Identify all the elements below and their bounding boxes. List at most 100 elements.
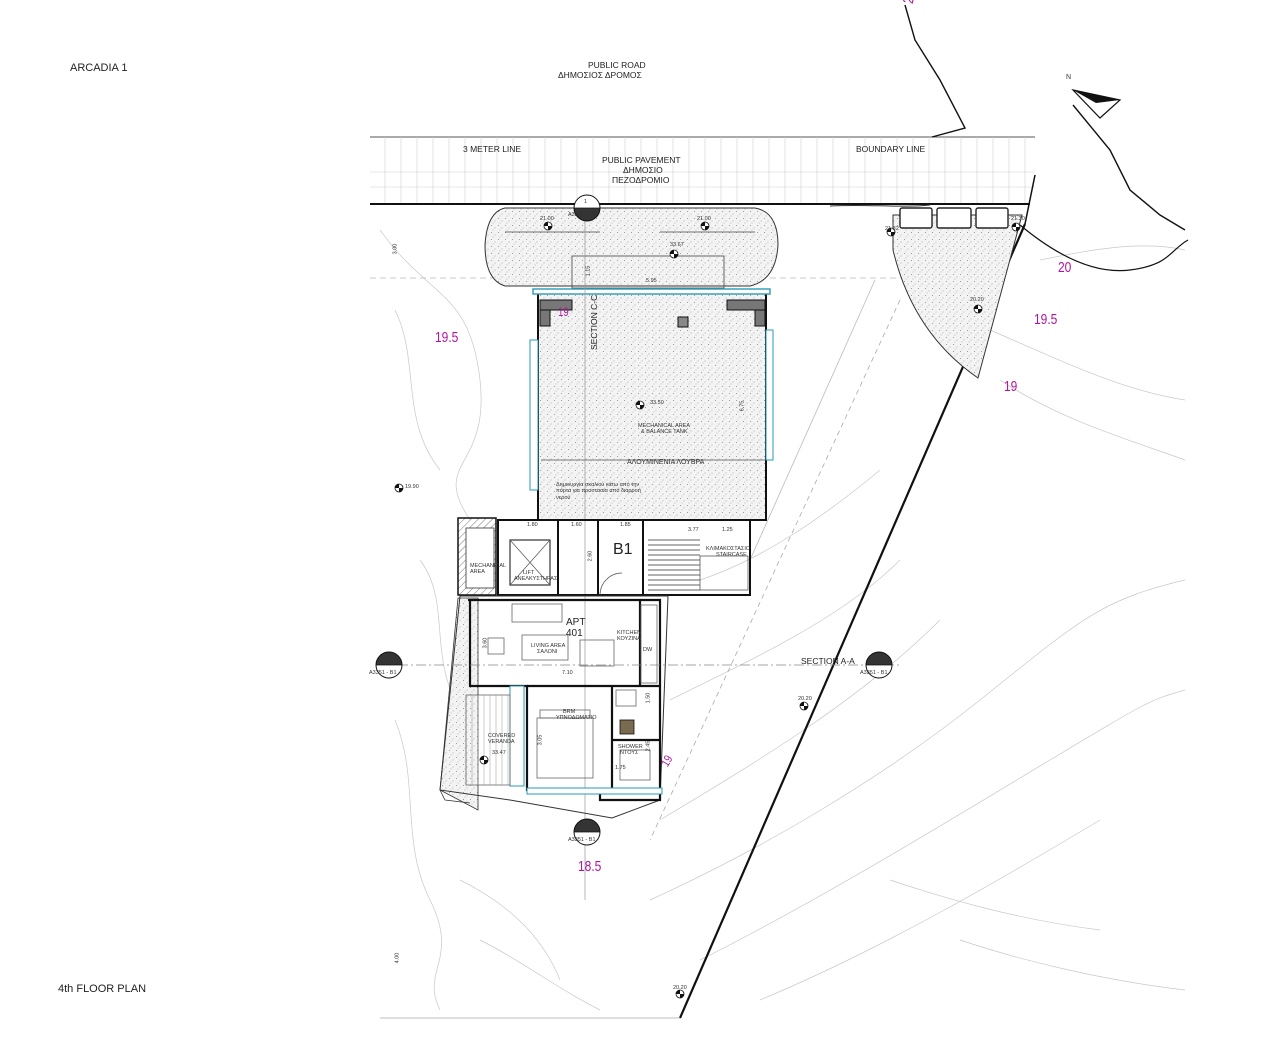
section-aa-label: SECTION A-A xyxy=(801,656,855,666)
north-label: N xyxy=(1066,74,1072,81)
terrain-edge-top xyxy=(904,4,967,138)
note-line-3: νερού xyxy=(556,495,571,501)
dim-245: 2.45 xyxy=(645,740,652,752)
mech-area-label-2: & BALANCE TANK xyxy=(641,429,688,435)
dim-125: 1.25 xyxy=(722,527,733,533)
section-top-num: 1 xyxy=(584,199,588,205)
contour-19-5-right: 19.5 xyxy=(1034,311,1058,328)
lift-label-1: LIFT xyxy=(523,570,535,576)
section-bottom-num: 1 xyxy=(584,823,588,829)
section-bottom-ref: A3351 - B1 xyxy=(568,837,596,843)
stair-landing xyxy=(699,555,749,591)
mechanical-label-1: MECHANICAL xyxy=(470,563,507,569)
dim-377: 3.77 xyxy=(688,527,699,533)
dim-260: 2.60 xyxy=(587,550,594,562)
stair-label-1: ΚΛΙΜΑΚΟΣΤΑΣΙΟ xyxy=(706,546,751,552)
apt-label-2: 401 xyxy=(566,628,583,639)
dim-305: 3.05 xyxy=(537,734,544,746)
section-right-num: 2 xyxy=(876,656,880,662)
level-2130: 21.30 xyxy=(1011,216,1025,222)
section-marker-icon xyxy=(573,818,601,846)
section-left-ref: A3351 - B1 xyxy=(369,670,397,676)
b1-label: B1 xyxy=(613,541,633,558)
section-markers xyxy=(375,194,893,846)
level-3350: 33.50 xyxy=(650,400,664,406)
section-right-ref: A3351 - B1 xyxy=(860,670,888,676)
level-2100b: 21.00 xyxy=(697,216,711,222)
dim-710: 7.10 xyxy=(562,670,573,676)
level-2100a: 21.00 xyxy=(540,216,554,222)
section-marker-icon xyxy=(375,651,403,679)
dim-150: 1.50 xyxy=(645,692,652,704)
dim-175: 1.75 xyxy=(615,765,626,771)
road-label-en: PUBLIC ROAD xyxy=(588,60,646,70)
contour-19-plan: 19 xyxy=(558,305,569,319)
planter-front xyxy=(484,207,779,287)
north-arrow-icon xyxy=(1071,89,1122,119)
pavement-label-gr1: ΔΗΜΟΣΙΟ xyxy=(623,165,663,175)
level-target-icon xyxy=(669,249,679,259)
level-3367: 33.67 xyxy=(670,242,684,248)
planter-left xyxy=(439,597,479,811)
dim-400: 4.00 xyxy=(394,952,401,964)
level-target-icon xyxy=(675,989,685,999)
parking-boxes xyxy=(899,207,1009,229)
planter-corner xyxy=(892,214,1023,379)
mech-area-label-1: MECHANICAL AREA xyxy=(638,423,691,429)
level-target-icon xyxy=(973,304,983,314)
living-label-1: LIVING AREA xyxy=(531,643,566,649)
stair-treads xyxy=(648,539,749,591)
note-line-2: πόρτα για προστασία από διαρροή xyxy=(556,488,641,494)
dim-360: 3.60 xyxy=(482,637,489,649)
dw-label: DW xyxy=(643,647,653,653)
living-label-2: ΣΑΛΟΝΙ xyxy=(537,649,558,655)
contour-19: 19 xyxy=(1004,378,1018,395)
boundary-line-label: BOUNDARY LINE xyxy=(856,144,926,154)
pavement-label-gr2: ΠΕΖΟΔΡΟΜΙΟ xyxy=(612,175,670,185)
contour-18-5: 18.5 xyxy=(578,858,602,875)
level-3347: 33.47 xyxy=(492,750,506,756)
louvers-label: ΑΛΟΥΜΙΝΕΝΙΑ ΛΟΥΒΡΑ xyxy=(627,459,705,466)
stair-label-2: STAIRCASE xyxy=(716,552,747,558)
level-target-icon xyxy=(479,755,489,765)
veranda-label-2: VERANDA xyxy=(488,739,515,745)
road-label-gr: ΔΗΜΟΣΙΟΣ ΔΡΟΜΟΣ xyxy=(558,70,642,80)
dim-675: 6.75 xyxy=(739,400,746,412)
furniture xyxy=(465,603,658,786)
level-2020c: 20.20 xyxy=(673,985,687,991)
mech-area-slab xyxy=(537,291,767,521)
lift-label-2: ΑΝΕΛΚΥΣΤΗΡΑΣ xyxy=(514,576,558,582)
section-left-num: 2 xyxy=(386,656,390,662)
veranda-label-1: COVERED xyxy=(488,733,516,739)
level-target-icon xyxy=(1011,222,1021,232)
dim-160: 1.60 xyxy=(571,522,582,528)
project-title: ARCADIA 1 xyxy=(70,62,128,74)
kitchen-label-2: ΚΟΥΖΙΝΑ xyxy=(617,636,641,642)
level-2132: 21.32 xyxy=(885,226,899,232)
section-marker-icon xyxy=(865,651,893,679)
shower-label-2: ΝΤΟΥΣ xyxy=(620,750,639,756)
level-1990: 19.90 xyxy=(405,484,419,490)
floor-plan-title: 4th FLOOR PLAN xyxy=(58,983,147,995)
shower-label-1: SHOWER xyxy=(618,744,643,750)
three-meter-line-label: 3 METER LINE xyxy=(463,144,522,154)
level-target-icon xyxy=(886,227,896,237)
level-target-icon xyxy=(543,221,553,231)
dim-300: 3.00 xyxy=(392,243,399,255)
core-walls xyxy=(497,519,751,596)
mechanical-label-2: AREA xyxy=(470,569,485,575)
level-markers xyxy=(394,221,1021,999)
kitchen-label-1: KITCHEN xyxy=(617,630,642,636)
level-target-icon xyxy=(635,400,645,410)
contour-19-5-left: 19.5 xyxy=(435,329,459,346)
section-marker-icon xyxy=(573,194,601,222)
contour-20-right: 20 xyxy=(1058,259,1072,276)
level-target-icon xyxy=(799,701,809,711)
level-target-icon xyxy=(394,483,404,493)
section-cc-label: SECTION C-C xyxy=(589,294,599,350)
brm-label-2: ΥΠΝΟΔΩΜΑΤΙΟ xyxy=(556,715,597,721)
dim-595: 5.95 xyxy=(646,278,657,284)
brm-label-1: BRM xyxy=(563,709,576,715)
terrain-contours xyxy=(379,229,1186,1011)
terrain-edge-right xyxy=(1072,104,1186,231)
